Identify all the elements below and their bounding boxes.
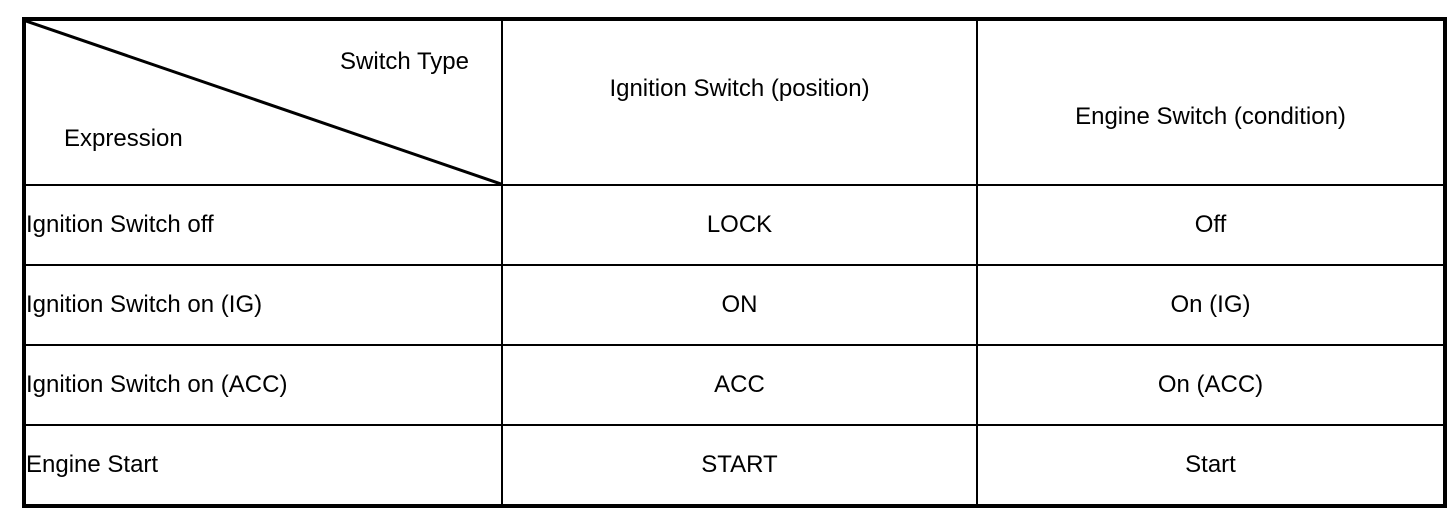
diagonal-divider-line [26,21,501,184]
column-header-ignition-switch-label: Ignition Switch (position) [609,74,870,102]
table-row: Ignition Switch off LOCK Off [23,184,1446,266]
column-header-engine-switch-label: Engine Switch (condition) [1075,102,1346,130]
cell-expression: Ignition Switch on (ACC) [23,344,503,426]
column-header-ignition-switch: Ignition Switch (position) [501,18,978,186]
cell-ignition-switch-position: ACC [501,344,978,426]
table-row: Ignition Switch on (ACC) ACC On (ACC) [23,344,1446,426]
cell-engine-switch-condition: On (ACC) [976,344,1446,426]
cell-expression: Engine Start [23,424,503,507]
cell-engine-switch-condition: Off [976,184,1446,266]
cell-engine-switch-condition: On (IG) [976,264,1446,346]
cell-expression: Ignition Switch on (IG) [23,264,503,346]
cell-ignition-switch-position: ON [501,264,978,346]
table-row: Engine Start START Start [23,424,1446,507]
corner-header-cell: Switch Type Expression [23,18,503,186]
column-header-engine-switch: Engine Switch (condition) [976,18,1446,186]
switch-type-expression-table: Switch Type Expression Ignition Switch (… [22,17,1447,508]
cell-ignition-switch-position: LOCK [501,184,978,266]
cell-engine-switch-condition: Start [976,424,1446,507]
table-header-row: Switch Type Expression Ignition Switch (… [23,18,1446,186]
cell-ignition-switch-position: START [501,424,978,507]
column-axis-label: Switch Type [340,48,469,75]
row-axis-label: Expression [64,125,183,152]
cell-expression: Ignition Switch off [23,184,503,266]
table-row: Ignition Switch on (IG) ON On (IG) [23,264,1446,346]
